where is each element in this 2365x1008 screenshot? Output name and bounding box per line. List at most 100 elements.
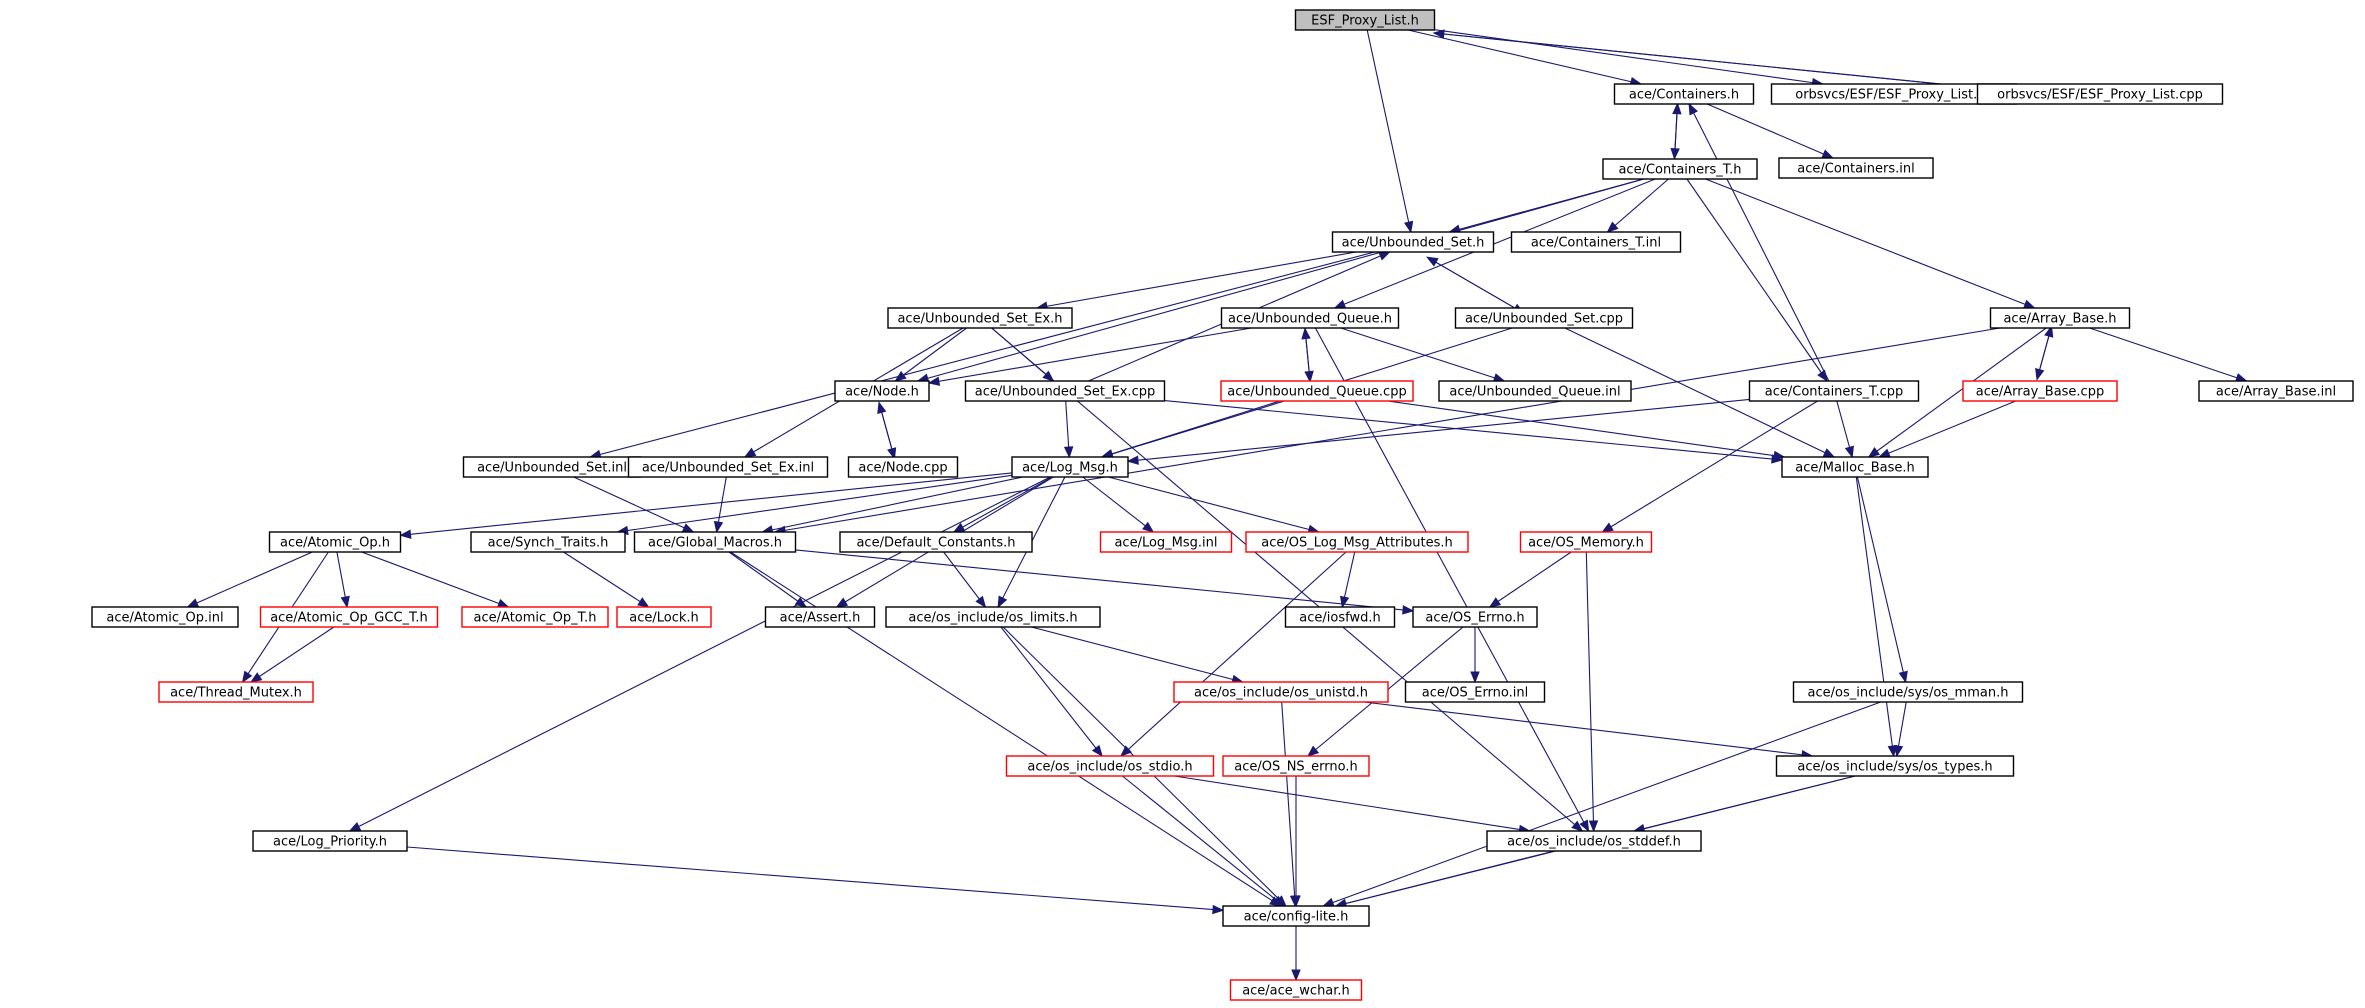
node-synch-traits-h[interactable]: ace/Synch_Traits.h (470, 531, 626, 553)
node-containers-t-h[interactable]: ace/Containers_T.h (1602, 158, 1758, 180)
node-box (1976, 83, 2224, 105)
node-default-constants-h[interactable]: ace/Default_Constants.h (839, 531, 1033, 553)
node-atomic-op-inl[interactable]: ace/Atomic_Op.inl (91, 606, 239, 628)
node-box (1220, 380, 1414, 402)
edge-esf_h-to-containers_h (1407, 29, 1643, 87)
node-array-base-h[interactable]: ace/Array_Base.h (1989, 307, 2131, 329)
node-unbounded-set-inl[interactable]: ace/Unbounded_Set.inl (462, 456, 642, 478)
node-box (1099, 531, 1233, 553)
edge-line (2089, 327, 2247, 382)
node-os-types-h[interactable]: ace/os_include/sys/os_types.h (1775, 755, 2015, 777)
node-global-macros-h[interactable]: ace/Global_Macros.h (633, 531, 797, 553)
edge-arrowhead (399, 529, 412, 539)
node-atomic-op-h[interactable]: ace/Atomic_Op.h (268, 531, 402, 553)
node-iosfwd-h[interactable]: ace/iosfwd.h (1284, 606, 1396, 628)
edge-arrowhead (877, 401, 887, 414)
node-box (91, 606, 239, 628)
node-ace-wchar-h[interactable]: ace/ace_wchar.h (1229, 979, 1363, 1001)
node-label: ace/Unbounded_Set_Ex.inl (642, 461, 814, 476)
edge-line (917, 178, 1645, 382)
node-containers-t-cpp[interactable]: ace/Containers_T.cpp (1748, 380, 1920, 402)
node-lock-h[interactable]: ace/Lock.h (616, 606, 712, 628)
node-unbounded-set-h[interactable]: ace/Unbounded_Set.h (1331, 231, 1495, 253)
node-containers-inl[interactable]: ace/Containers.inl (1778, 157, 1934, 179)
edge-line (590, 251, 1375, 458)
edge-log_priority_h-to-config_lite_h (406, 846, 1225, 915)
node-os-errno-inl[interactable]: ace/OS_Errno.inl (1404, 681, 1546, 703)
node-thread-mutex-h[interactable]: ace/Thread_Mutex.h (158, 681, 314, 703)
edge-os_errno_h-to-os_errno_inl (1470, 627, 1480, 684)
node-label: ace/os_include/sys/os_types.h (1797, 760, 1992, 775)
edge-unbounded_set_ex_cpp-to-log_msg_h (1063, 400, 1074, 459)
edge-line (1334, 178, 1656, 309)
edge-line (1433, 32, 2001, 91)
edge-line (250, 626, 335, 683)
node-log-priority-h[interactable]: ace/Log_Priority.h (252, 830, 408, 852)
edge-esf_cpp-to-esf_h (1432, 29, 2001, 91)
node-containers-t-inl[interactable]: ace/Containers_T.inl (1510, 231, 1682, 253)
node-unbounded-set-cpp[interactable]: ace/Unbounded_Set.cpp (1454, 307, 1634, 329)
edge-os_log_msg_attr_h-to-os_stdio_h (1120, 551, 1347, 757)
edge-line (1335, 850, 1555, 907)
node-log-msg-h[interactable]: ace/Log_Msg.h (1011, 456, 1129, 478)
edge-arrowhead (1426, 256, 1439, 267)
node-label: orbsvcs/ESF/ESF_Proxy_List.cpp (1997, 88, 2203, 103)
node-os-stddef-h[interactable]: ace/os_include/os_stddef.h (1486, 830, 1702, 852)
node-atomic-op-t-h[interactable]: ace/Atomic_Op_T.h (461, 606, 609, 628)
node-os-log-msg-attr-h[interactable]: ace/OS_Log_Msg_Attributes.h (1245, 531, 1469, 553)
node-unbounded-set-ex-cpp[interactable]: ace/Unbounded_Set_Ex.cpp (964, 380, 1166, 402)
node-os-unistd-h[interactable]: ace/os_include/os_unistd.h (1173, 681, 1389, 703)
node-box (1510, 231, 1682, 253)
edge-unbounded_set_cpp-to-unbounded_set_h (1426, 256, 1525, 314)
node-box (1775, 755, 2015, 777)
node-array-base-inl[interactable]: ace/Array_Base.inl (2198, 380, 2354, 402)
node-esf-cpp[interactable]: orbsvcs/ESF/ESF_Proxy_List.cpp (1976, 83, 2224, 105)
node-box (1613, 83, 1755, 105)
edge-node_cpp-to-node_h (877, 401, 896, 459)
node-unbounded-queue-h[interactable]: ace/Unbounded_Queue.h (1220, 307, 1400, 329)
edge-line (795, 549, 1414, 612)
node-config-lite-h[interactable]: ace/config-lite.h (1222, 905, 1370, 927)
node-label: ace/ace_wchar.h (1242, 984, 1350, 999)
edge-line (1607, 178, 1669, 233)
node-log-msg-inl[interactable]: ace/Log_Msg.inl (1099, 531, 1233, 553)
node-unbounded-queue-cpp[interactable]: ace/Unbounded_Queue.cpp (1220, 380, 1414, 402)
edge-atomic_op_gcc_t_h-to-thread_mutex_h (249, 626, 335, 683)
node-os-memory-h[interactable]: ace/OS_Memory.h (1519, 531, 1653, 553)
edge-arrowhead (1291, 969, 1301, 982)
node-os-errno-h[interactable]: ace/OS_Errno.h (1412, 606, 1538, 628)
node-containers-h[interactable]: ace/Containers.h (1613, 83, 1755, 105)
node-unbounded-set-ex-inl[interactable]: ace/Unbounded_Set_Ex.inl (627, 456, 829, 478)
node-array-base-cpp[interactable]: ace/Array_Base.cpp (1962, 380, 2118, 402)
edge-line (406, 846, 1224, 911)
edge-line (1120, 551, 1347, 757)
edge-line (1489, 551, 1572, 608)
node-os-mman-h[interactable]: ace/os_include/sys/os_mman.h (1792, 681, 2024, 703)
node-label: ace/Unbounded_Set.inl (477, 461, 627, 476)
node-atomic-op-gcc-t-h[interactable]: ace/Atomic_Op_GCC_T.h (259, 606, 439, 628)
edge-line (774, 327, 2001, 533)
node-label: ace/os_include/os_stddef.h (1507, 835, 1681, 850)
node-os-ns-errno-h[interactable]: ace/OS_NS_errno.h (1222, 755, 1370, 777)
node-assert-h[interactable]: ace/Assert.h (764, 606, 876, 628)
edge-containers_t_h-to-containers_t_inl (1606, 178, 1669, 233)
edge-os_stdio_h-to-os_stddef_h (1174, 775, 1531, 835)
edge-unbounded_queue_h-to-node_h (927, 327, 1252, 386)
node-os-limits-h[interactable]: ace/os_include/os_limits.h (885, 606, 1101, 628)
node-label: ace/Containers_T.cpp (1765, 385, 1903, 400)
edge-arrowhead (1898, 670, 1908, 684)
edge-line (928, 327, 1252, 384)
node-box (1294, 9, 1436, 31)
node-unbounded-set-ex-h[interactable]: ace/Unbounded_Set_Ex.h (887, 307, 1073, 329)
node-esf-inl[interactable]: orbsvcs/ESF/ESF_Proxy_List.inl (1770, 83, 2018, 105)
edge-line (1706, 103, 1834, 159)
node-malloc-base-h[interactable]: ace/Malloc_Base.h (1781, 456, 1929, 478)
node-box (1792, 681, 2024, 703)
node-label: ace/Global_Macros.h (648, 536, 782, 551)
node-node-cpp[interactable]: ace/Node.cpp (847, 456, 959, 478)
edge-line (361, 551, 509, 608)
node-os-stdio-h[interactable]: ace/os_include/os_stdio.h (1005, 755, 1215, 777)
edge-layer (186, 29, 2248, 982)
node-unbounded-queue-inl[interactable]: ace/Unbounded_Queue.inl (1438, 380, 1632, 402)
node-node-h[interactable]: ace/Node.h (834, 380, 930, 402)
